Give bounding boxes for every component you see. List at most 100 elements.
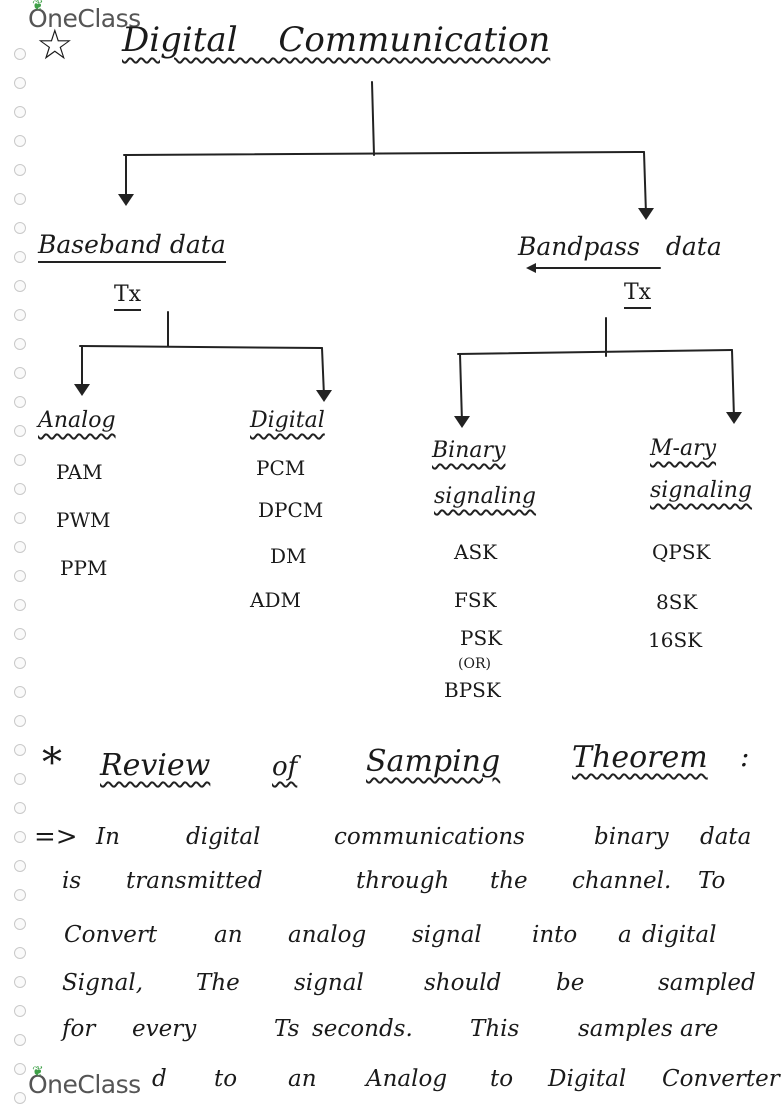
binder-hole [14,164,26,176]
paragraph-word: to [490,1066,514,1092]
paragraph-word: should [424,970,502,996]
baseband-label: Baseband data [38,230,226,263]
binder-hole [14,860,26,872]
paragraph-word: data [700,824,752,850]
list-item: QPSK [652,540,711,564]
arrow-head [74,384,90,396]
paragraph-word: are [680,1016,719,1042]
paragraph-word: The [196,970,240,996]
root-stem [371,81,375,156]
binder-hole [14,686,26,698]
paragraph-word: Convert [64,922,158,948]
list-item: PSK [460,626,503,650]
logo-text: OneClass [28,1070,141,1099]
binder-hole [14,251,26,263]
paragraph-word: signal [294,970,364,996]
binder-hole [14,715,26,727]
binder-hole [14,831,26,843]
list-item: DPCM [258,498,324,522]
analog-heading: Analog [38,408,116,433]
bandpass-left-drop [459,353,463,423]
paragraph-word: a [618,922,632,948]
paragraph-word: digital [642,922,717,948]
binder-hole [14,773,26,785]
arrow-head [726,412,742,424]
paragraph-word: samples [578,1016,673,1042]
list-item: DM [270,544,307,568]
paragraph-word: communications [334,824,525,850]
binder-hole [14,512,26,524]
binder-hole [14,338,26,350]
mary-heading-line2: signaling [650,478,753,503]
binder-hole [14,1005,26,1017]
binder-hole [14,309,26,321]
binder-hole [14,628,26,640]
binder-hole [14,454,26,466]
binder-hole [14,918,26,930]
baseband-tx: Tx [114,282,142,311]
list-item: BPSK [444,678,501,702]
paragraph-word: Signal, [62,970,144,996]
list-item: PCM [256,456,306,480]
mary-heading: M-ary [650,436,717,461]
paragraph-word: seconds. [312,1016,413,1042]
digital-heading: Digital [250,408,325,433]
binder-hole [14,599,26,611]
binder-holes [0,0,40,1109]
paragraph-word: an [214,922,243,948]
arrow-head [454,416,470,428]
bandpass-label: Bandpass data [518,232,722,261]
baseband-bar [79,345,323,349]
binder-hole [14,396,26,408]
binder-hole [14,947,26,959]
binder-hole [14,802,26,814]
binder-hole [14,570,26,582]
page-title: Digital Communication [122,20,551,60]
bandpass-right-drop [731,349,735,419]
paragraph-word: for [62,1016,96,1042]
paragraph-word: through [356,868,450,894]
binder-hole [14,222,26,234]
paragraph-word: sampled [658,970,756,996]
list-item: PAM [56,460,103,484]
binder-hole [14,367,26,379]
review-word: : [740,740,750,773]
review-star-icon: * [42,740,62,786]
bandpass-bar [457,349,733,355]
paragraph-word: channel. [572,868,672,894]
list-item: PWM [56,508,111,532]
paragraph-word: every [132,1016,197,1042]
list-item: ADM [250,588,301,612]
binder-hole [14,976,26,988]
arrow-head [118,194,134,206]
binder-hole [14,889,26,901]
paragraph-word: the [490,868,528,894]
paragraph-word: Converter [662,1066,780,1092]
root-right-drop [643,151,647,215]
arrow-head [526,263,536,273]
list-item: FSK [454,588,497,612]
review-word: of [272,752,298,782]
binder-hole [14,541,26,553]
binder-hole [14,483,26,495]
paragraph-word: binary [594,824,669,850]
paragraph-word: signal [412,922,482,948]
oneclass-logo-bottom: ❦ OneClass [28,1064,141,1099]
binder-hole [14,77,26,89]
list-item: ASK [454,540,498,564]
binder-hole [14,744,26,756]
arrow-head [638,208,654,220]
paragraph-word: Analog [366,1066,448,1092]
binder-hole [14,48,26,60]
paragraph-word: Digital [548,1066,627,1092]
paragraph-word: Ts [274,1016,300,1042]
list-item: 8SK [656,590,698,614]
baseband-right-drop [321,347,325,397]
binder-hole [14,135,26,147]
title-star-icon: ☆ [36,20,74,69]
binary-heading-line2: signaling [434,484,537,509]
paragraph-word: is [62,868,82,894]
oneclass-logo-top: ❦ OneClass [28,0,141,33]
review-word: Review [100,748,211,783]
